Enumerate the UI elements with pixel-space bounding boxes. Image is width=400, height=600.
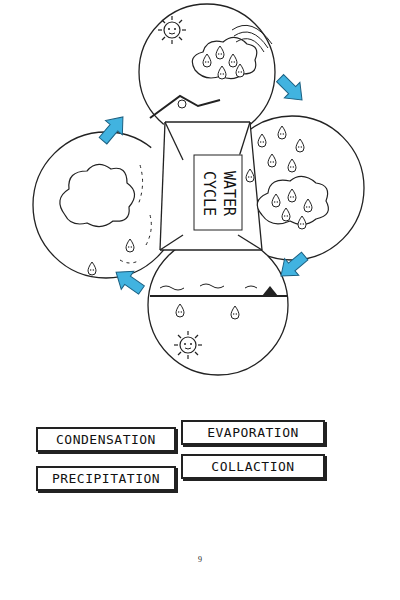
node-text: COLLACTION xyxy=(188,459,318,474)
page-number: 9 xyxy=(198,555,202,564)
node-text: CONDENSATION xyxy=(43,432,169,447)
node-text: WATER CYCLE xyxy=(199,162,238,226)
word-box: COLLACTION xyxy=(181,454,325,479)
node-text: EVAPORATION xyxy=(188,425,318,440)
word-box: EVAPORATION xyxy=(181,420,325,445)
center-title-box: WATER CYCLE xyxy=(194,155,243,231)
word-box: PRECIPITATION xyxy=(36,466,176,491)
node-text: PRECIPITATION xyxy=(43,471,169,486)
word-box: CONDENSATION xyxy=(36,427,176,452)
